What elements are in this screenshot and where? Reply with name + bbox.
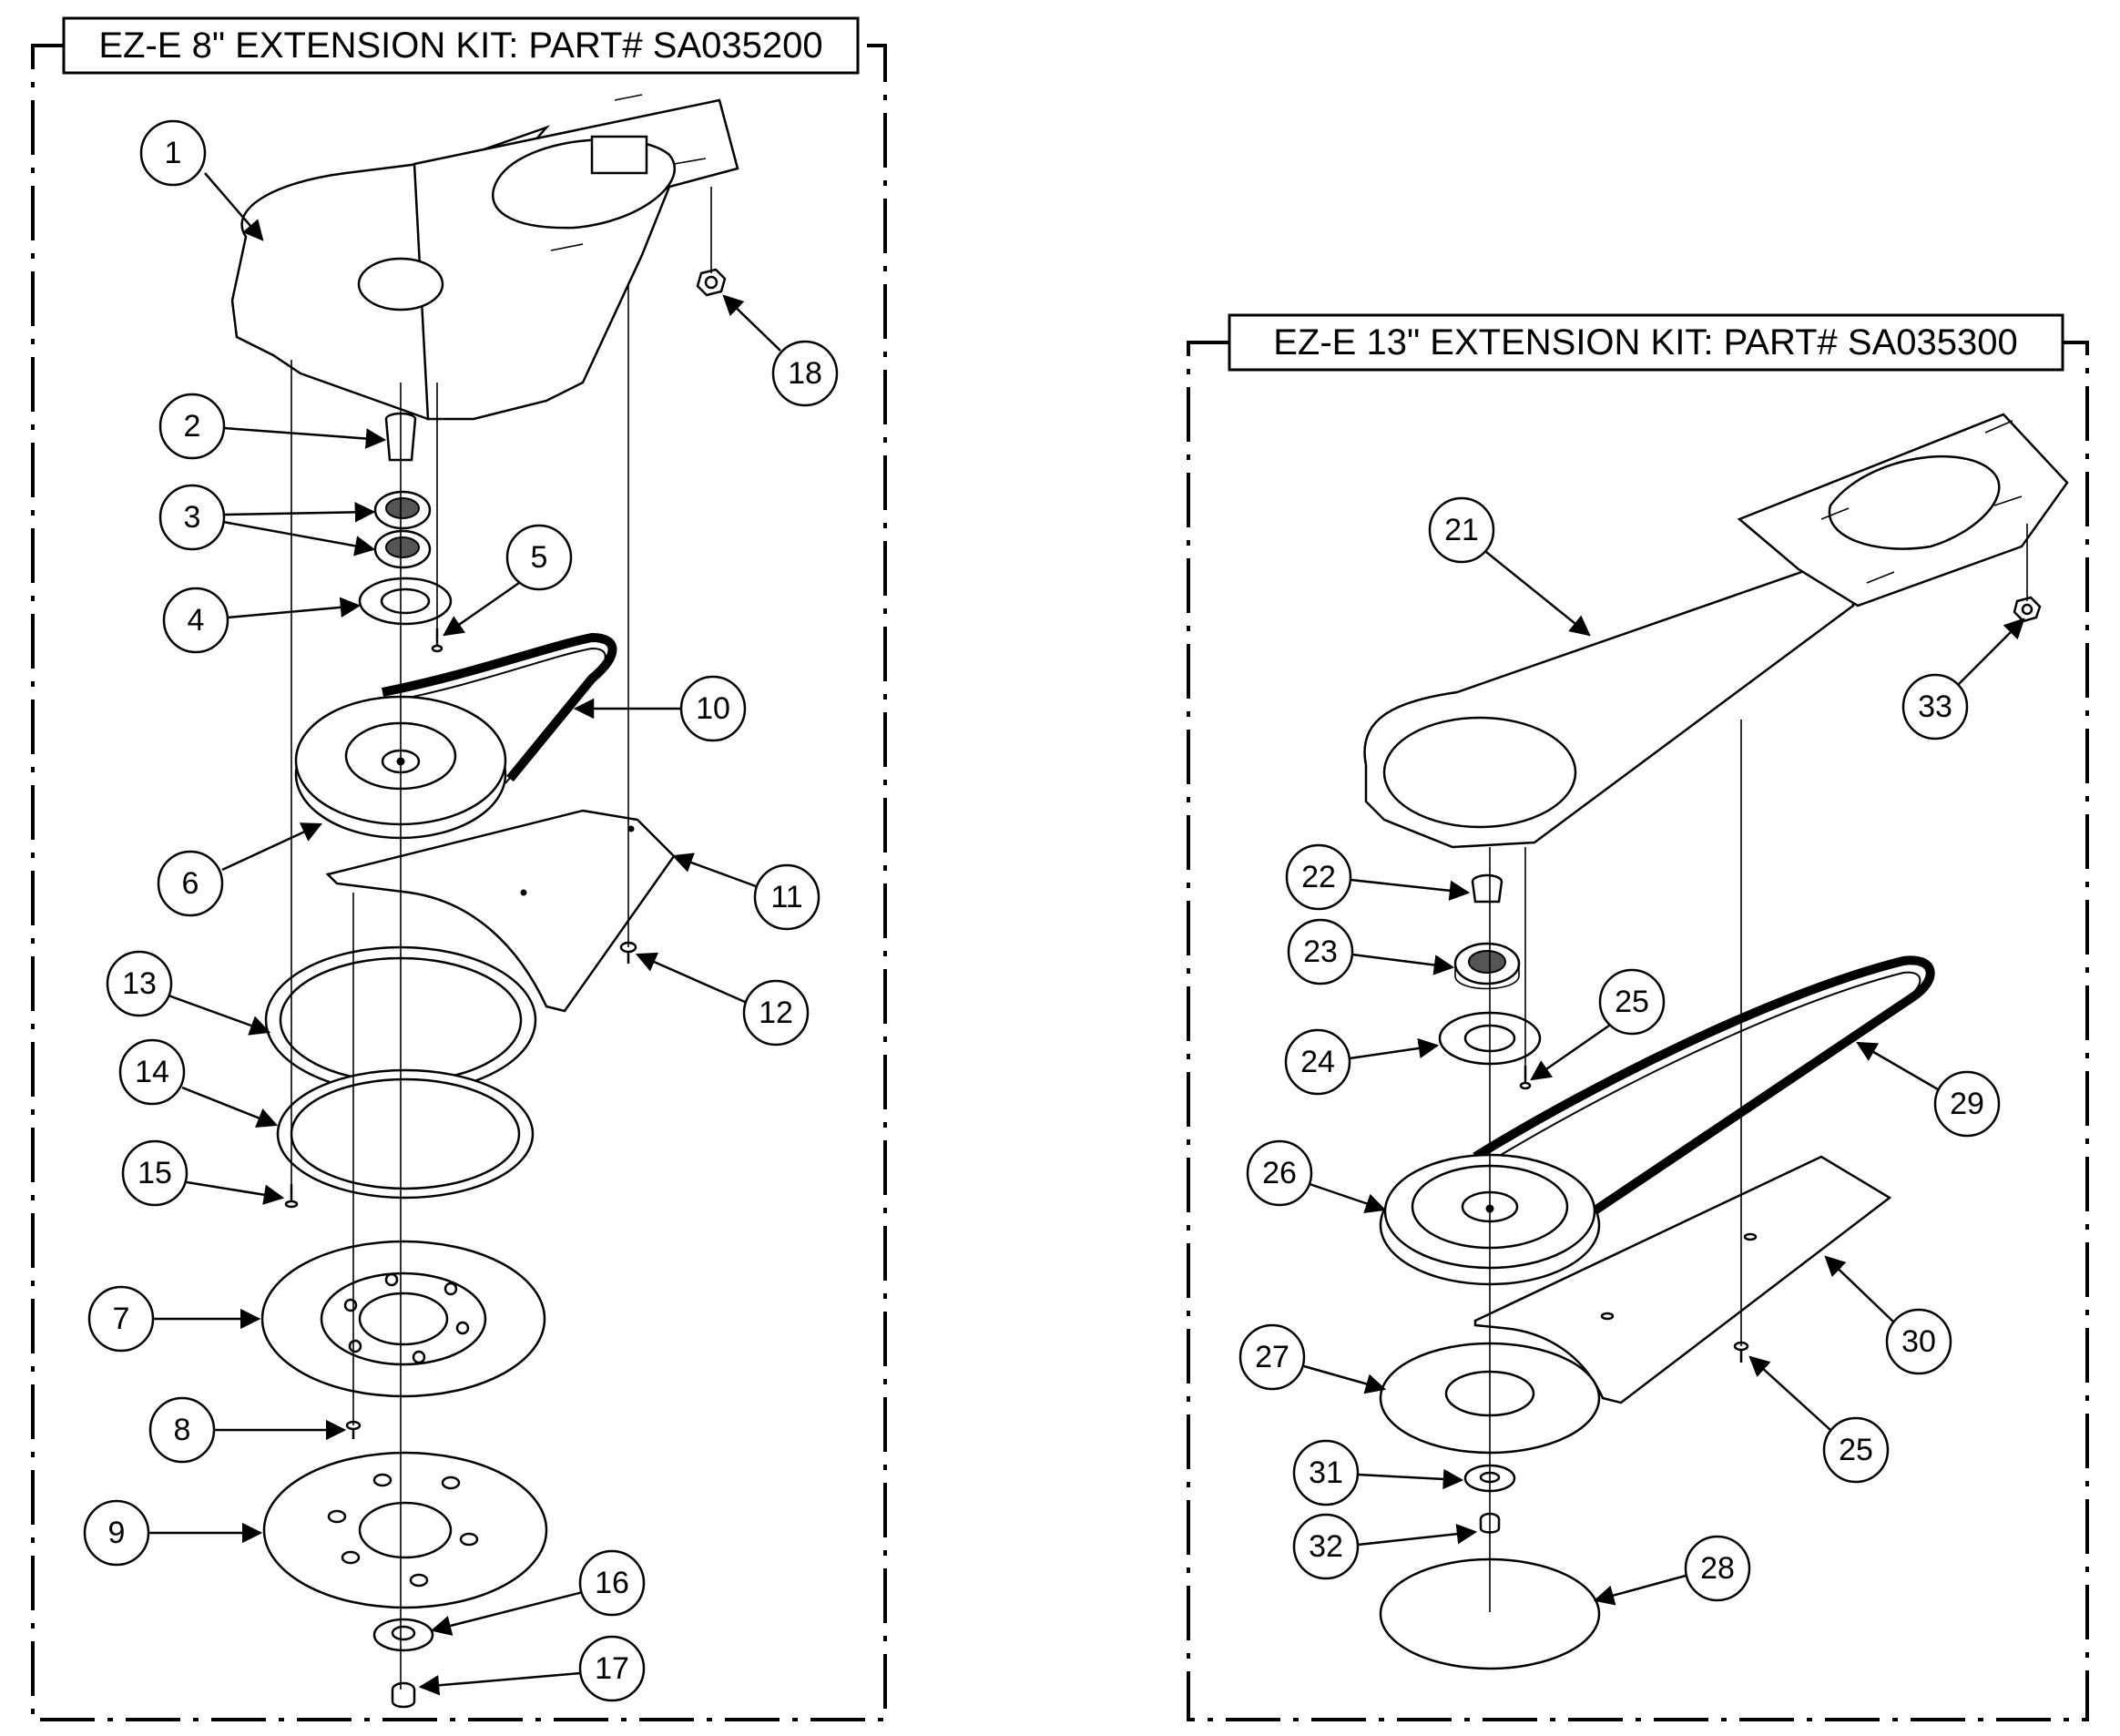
svg-text:4: 4 (188, 603, 205, 638)
svg-text:25: 25 (1839, 1433, 1873, 1467)
callout-9: 9 (83, 1499, 263, 1567)
callout-10: 10 (573, 675, 747, 742)
svg-text:14: 14 (135, 1055, 169, 1089)
svg-text:15: 15 (138, 1156, 172, 1190)
svg-text:9: 9 (108, 1516, 126, 1550)
svg-text:22: 22 (1301, 860, 1336, 894)
callout-4: 4 (162, 587, 362, 654)
part-3-bearings (373, 490, 432, 569)
callout-12: 12 (635, 952, 810, 1047)
kit-13in-group: EZ-E 13" EXTENSION KIT: PART# SA035300 (1187, 313, 2089, 1721)
callout-13: 13 (106, 950, 271, 1036)
callout-28: 28 (1593, 1535, 1751, 1606)
svg-text:27: 27 (1255, 1340, 1289, 1374)
kit-8in-title: EZ-E 8" EXTENSION KIT: PART# SA035200 (98, 26, 822, 66)
callout-18: 18 (722, 294, 839, 407)
kit-8in-title-box (62, 16, 860, 75)
callout-27: 27 (1238, 1323, 1387, 1394)
kit-13in-title: EZ-E 13" EXTENSION KIT: PART# SA035300 (1273, 322, 2018, 363)
svg-text:1: 1 (165, 136, 182, 170)
callout-32: 32 (1292, 1513, 1478, 1580)
svg-text:21: 21 (1444, 513, 1479, 547)
svg-text:11: 11 (770, 880, 802, 914)
callout-23: 23 (1287, 918, 1455, 985)
svg-text:7: 7 (113, 1302, 130, 1336)
part-16-washer (372, 1618, 434, 1652)
svg-text:8: 8 (174, 1413, 191, 1447)
callout-1: 1 (139, 119, 264, 241)
svg-text:31: 31 (1309, 1455, 1343, 1490)
svg-text:25: 25 (1615, 985, 1649, 1019)
part-1-housing (230, 94, 739, 421)
svg-text:17: 17 (595, 1651, 629, 1686)
svg-text:32: 32 (1309, 1529, 1343, 1564)
svg-text:30: 30 (1901, 1324, 1936, 1359)
part-11-cover-plate (325, 809, 676, 1013)
callout-29: 29 (1856, 1041, 2001, 1138)
svg-text:23: 23 (1303, 934, 1338, 969)
callout-24: 24 (1284, 1028, 1440, 1096)
callout-11: 11 (671, 853, 820, 931)
callout-17: 17 (418, 1635, 646, 1702)
callout-33: 33 (1901, 618, 2025, 740)
svg-text:2: 2 (184, 409, 201, 444)
callouts: 1 2 3 4 5 6 1 (83, 119, 2025, 1702)
callout-30: 30 (1824, 1255, 1952, 1375)
kit-8in-alignment-lines (290, 187, 712, 1690)
part-17-bolt (391, 1681, 416, 1709)
callout-7: 7 (87, 1285, 261, 1353)
svg-text:3: 3 (184, 500, 201, 535)
part-14-gasket (276, 1068, 535, 1200)
part-10-belt (382, 632, 617, 784)
callout-21: 21 (1428, 496, 1591, 637)
svg-text:12: 12 (759, 996, 793, 1030)
callout-25-top: 25 (1530, 968, 1666, 1081)
kit-8in-frame (31, 44, 887, 1721)
callout-6: 6 (157, 822, 323, 917)
svg-text:18: 18 (788, 356, 822, 391)
callout-14: 14 (118, 1038, 279, 1128)
part-23-bearing (1453, 942, 1521, 990)
callout-22: 22 (1285, 843, 1471, 911)
part-5-screw (431, 628, 443, 653)
svg-text:29: 29 (1950, 1087, 1984, 1121)
kit-8in-group: EZ-E 8" EXTENSION KIT: PART# SA035200 (31, 16, 887, 1721)
part-18-nut (696, 268, 727, 297)
callout-8: 8 (148, 1396, 347, 1464)
kit-13in-alignment-lines (1489, 524, 2028, 1612)
svg-text:5: 5 (531, 540, 548, 575)
part-33-nut (2013, 596, 2042, 623)
callout-3: 3 (158, 484, 376, 557)
part-30-plate (1473, 1155, 1892, 1404)
svg-text:26: 26 (1262, 1156, 1297, 1190)
svg-text:28: 28 (1700, 1551, 1735, 1586)
callout-31: 31 (1292, 1439, 1464, 1506)
svg-text:33: 33 (1918, 689, 1952, 724)
callout-15: 15 (121, 1139, 285, 1207)
svg-text:24: 24 (1300, 1045, 1335, 1079)
callout-26: 26 (1246, 1139, 1387, 1214)
part-7-disc (260, 1240, 546, 1398)
part-25-screw-top (1519, 1066, 1532, 1090)
part-22-pin (1471, 873, 1503, 904)
svg-text:6: 6 (182, 866, 199, 901)
kit-13in-title-box (1228, 313, 2064, 372)
part-15-screw (284, 1184, 299, 1209)
svg-text:13: 13 (122, 966, 157, 1001)
svg-text:10: 10 (696, 691, 730, 726)
callout-2: 2 (158, 393, 387, 460)
part-21-arm (1363, 413, 2069, 849)
part-29-belt (1473, 955, 1935, 1217)
callout-5: 5 (443, 524, 573, 637)
svg-text:16: 16 (595, 1566, 629, 1600)
callout-16: 16 (430, 1549, 646, 1636)
part-9-disc (262, 1451, 548, 1609)
callout-25-bottom: 25 (1748, 1355, 1890, 1484)
kit-13in-frame (1187, 341, 2089, 1721)
